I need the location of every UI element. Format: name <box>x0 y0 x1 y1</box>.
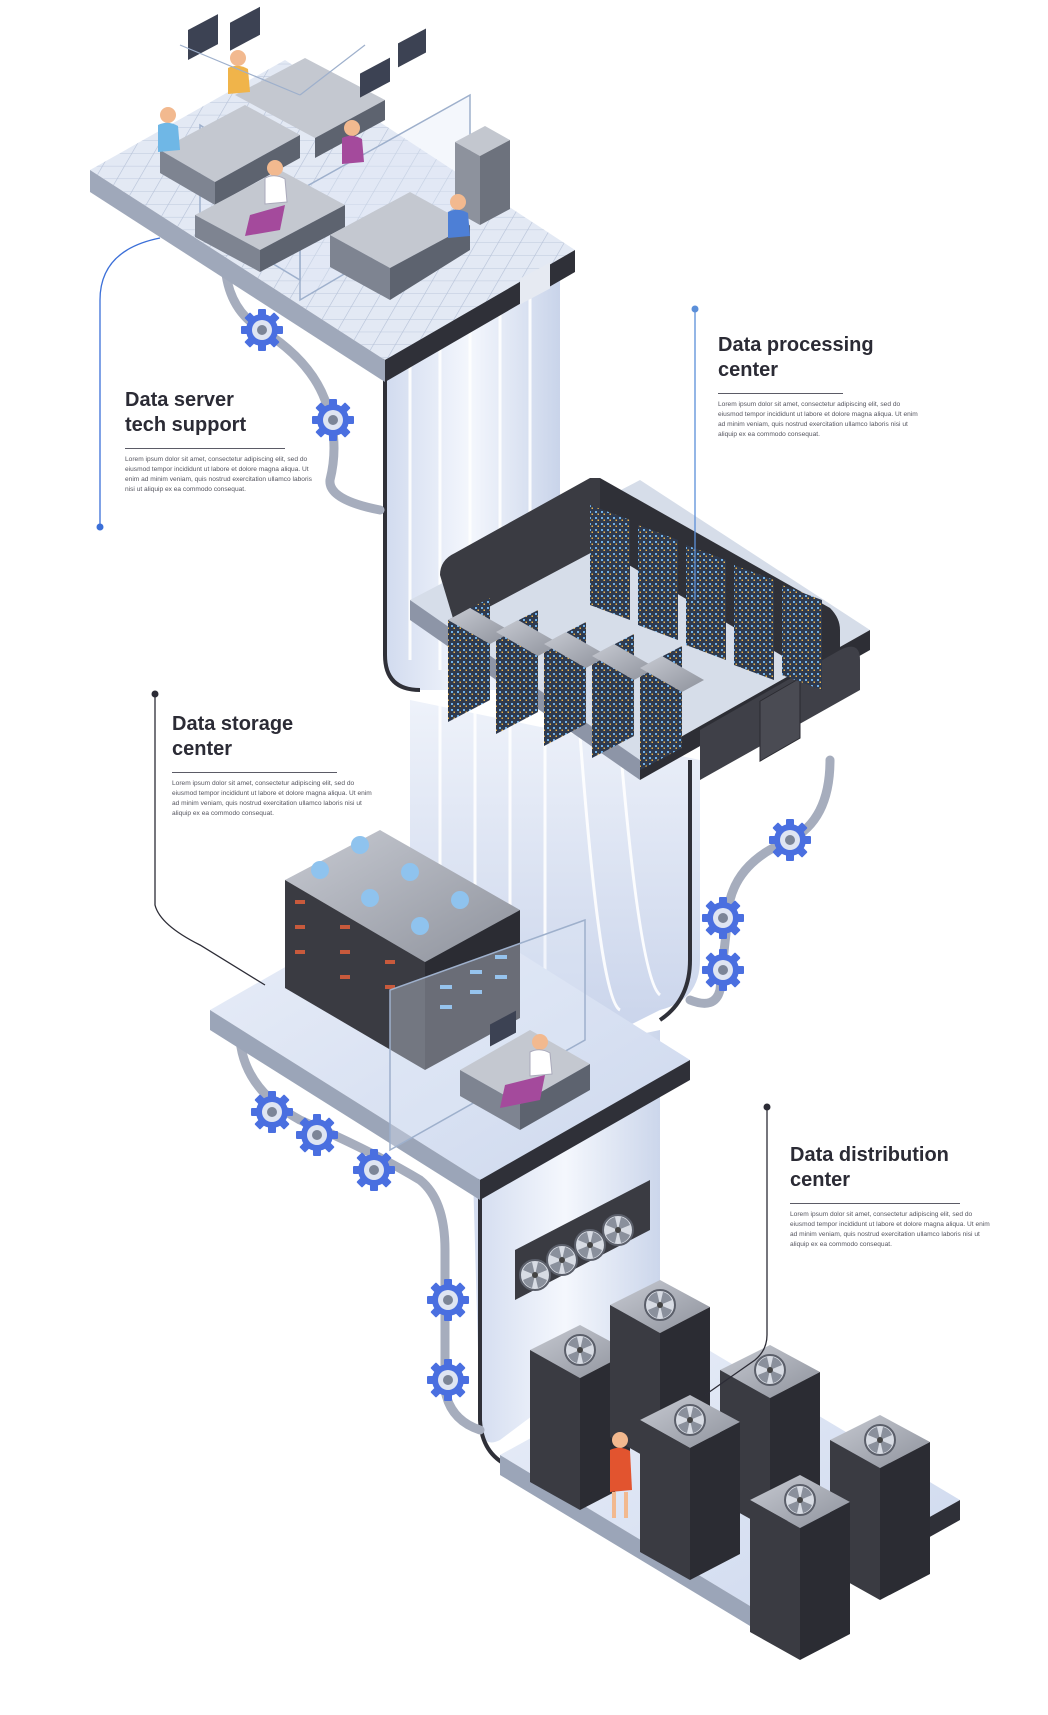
callout-rule <box>125 448 285 449</box>
fan-icon <box>574 1229 606 1261</box>
callout-title: Data distribution center <box>790 1144 949 1191</box>
callout-tech-support: Data server tech support Lorem ipsum dol… <box>125 388 320 495</box>
fan-icon <box>674 1404 706 1436</box>
callout-rule <box>172 772 337 773</box>
person-icon <box>342 120 364 164</box>
gear-icon <box>296 1114 338 1156</box>
fan-icon <box>564 1334 596 1366</box>
person-icon <box>610 1432 632 1518</box>
callout-title: Data storage center <box>172 713 294 760</box>
operator-desk <box>460 1010 590 1130</box>
fan-icon <box>864 1424 896 1456</box>
gear-icon <box>702 897 744 939</box>
person-icon <box>245 160 288 236</box>
leader-lines <box>96 237 771 1396</box>
file-cabinet <box>455 126 510 225</box>
callout-body: Lorem ipsum dolor sit amet, consectetur … <box>172 780 372 817</box>
callout-distribution: Data distribution center Lorem ipsum dol… <box>790 1143 995 1250</box>
tower-server <box>750 1475 850 1660</box>
gear-icon <box>427 1359 469 1401</box>
processing-server-room <box>410 262 870 780</box>
callout-title: Data server tech support <box>125 389 247 436</box>
storage-platform <box>210 830 690 1200</box>
fan-icon <box>644 1289 676 1321</box>
tower-server <box>640 1395 740 1580</box>
fan-panel <box>515 1180 650 1300</box>
gear-icon <box>427 1279 469 1321</box>
fan-icon <box>519 1259 551 1291</box>
callout-rule <box>790 1203 960 1204</box>
person-icon <box>228 50 250 94</box>
gear-icon <box>702 949 744 991</box>
gear-icon <box>769 819 811 861</box>
gear-icon <box>353 1149 395 1191</box>
callout-storage: Data storage center Lorem ipsum dolor si… <box>172 712 372 819</box>
callout-body: Lorem ipsum dolor sit amet, consectetur … <box>790 1211 990 1248</box>
person-icon <box>500 1034 553 1108</box>
fan-icon <box>602 1214 634 1246</box>
callout-body: Lorem ipsum dolor sit amet, consectetur … <box>125 456 312 493</box>
gear-icon <box>251 1091 293 1133</box>
person-icon <box>158 107 180 152</box>
gear-icon <box>241 309 283 351</box>
server-rack-row-back <box>590 505 822 690</box>
callout-rule <box>718 393 843 394</box>
callout-title: Data processing center <box>718 334 874 381</box>
callout-processing: Data processing center Lorem ipsum dolor… <box>718 333 918 440</box>
person-icon <box>448 194 470 238</box>
office-desks <box>160 58 470 300</box>
fan-icon <box>784 1484 816 1516</box>
distribution-platform <box>500 1180 960 1660</box>
fan-icon <box>754 1354 786 1386</box>
callout-body: Lorem ipsum dolor sit amet, consectetur … <box>718 401 918 438</box>
fan-icon <box>546 1244 578 1276</box>
server-rack-row <box>448 598 704 770</box>
